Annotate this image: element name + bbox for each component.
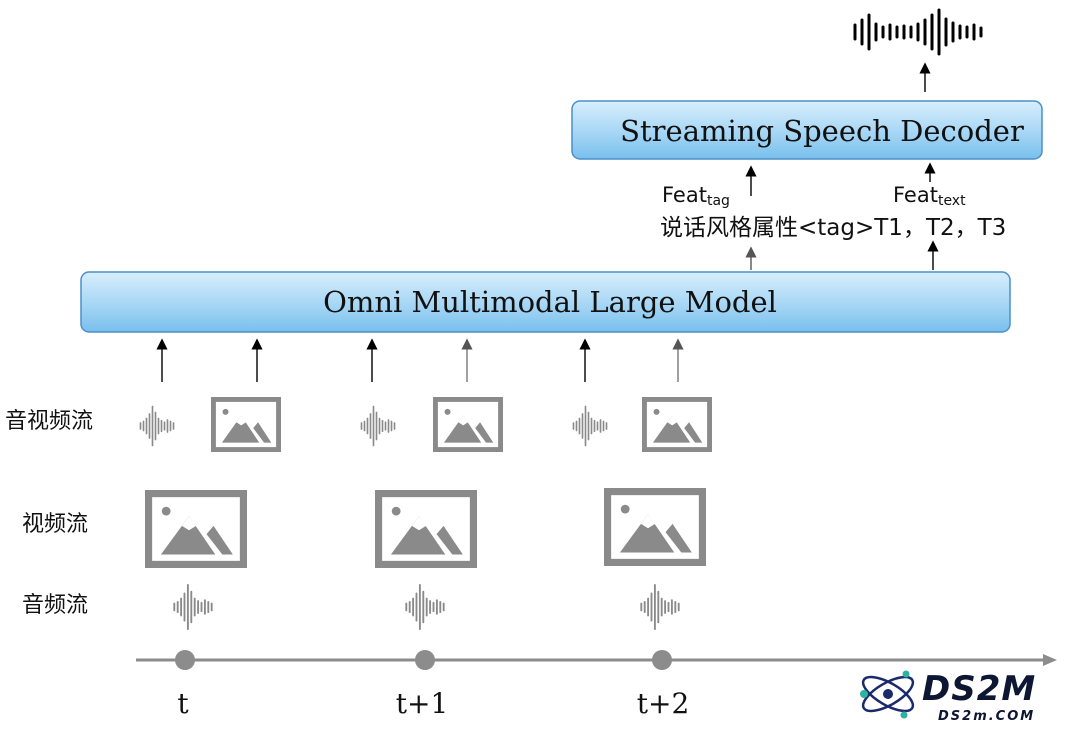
decoder-label: Streaming Speech Decoder: [620, 114, 1024, 148]
tick-label: t: [177, 687, 189, 720]
audio-stream-label: 音频流: [22, 593, 88, 618]
image-frame-icon: [210, 397, 281, 453]
timeline-dot: [415, 650, 435, 670]
omni-model-label: Omni Multimodal Large Model: [323, 285, 777, 319]
audio-waveform-icon: [139, 405, 175, 447]
audio-waveform-icon: [405, 583, 445, 631]
tick-label: t+2: [637, 687, 690, 720]
timeline: t t+1 t+2: [136, 650, 1057, 720]
ds2m-brand-text: DS2M: [922, 669, 1036, 709]
input-arrows: [156, 338, 684, 382]
audio-video-stream-label: 音视频流: [5, 409, 93, 434]
atom-logo-icon: [860, 670, 915, 719]
audio-waveform-icon: [173, 583, 213, 631]
timeline-arrowhead-icon: [1043, 654, 1057, 666]
image-frame-icon: [642, 397, 713, 453]
video-frame-icon: [375, 490, 478, 569]
audio-waveform-icon: [360, 405, 396, 447]
audio-waveform-icon: [640, 583, 680, 631]
video-frame-icon: [604, 488, 707, 567]
streaming-speech-decoder-box: Streaming Speech Decoder: [571, 100, 1043, 160]
audio-waveform-icon: [572, 405, 608, 447]
output-speech-waveform-icon: [853, 8, 983, 56]
timeline-dot: [652, 650, 672, 670]
ds2m-site-text: DS2m.COM: [938, 709, 1035, 724]
image-frame-icon: [433, 397, 504, 453]
token-sequence-label: 说话风格属性<tag>T1，T2，T3: [660, 215, 1006, 241]
feat-tag-label: Feattag: [662, 183, 730, 209]
video-stream-label: 视频流: [22, 512, 88, 537]
stream-icons: [139, 397, 713, 631]
timeline-dot: [175, 650, 195, 670]
ds2m-watermark-logo: DS2M DS2m.COM: [860, 669, 1036, 724]
video-frame-icon: [145, 490, 248, 569]
omni-multimodal-model-box: Omni Multimodal Large Model: [80, 271, 1011, 333]
tick-label: t+1: [396, 687, 449, 720]
feat-text-label: Feattext: [893, 183, 966, 209]
